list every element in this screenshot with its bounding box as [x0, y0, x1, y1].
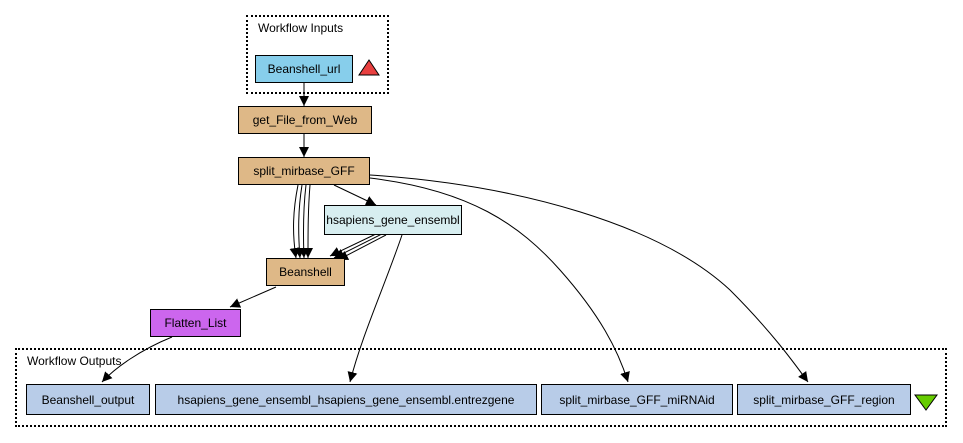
node-beanshell-url-label: Beanshell_url — [267, 62, 341, 76]
node-entrezgene-output-label: hsapiens_gene_ensembl_hsapiens_gene_ense… — [177, 392, 515, 407]
edge-split-to-mirnaid — [369, 177, 630, 383]
node-flatten-list-label: Flatten_List — [164, 316, 227, 330]
green-down-triangle-icon — [914, 394, 938, 411]
red-up-triangle-icon — [358, 59, 380, 76]
node-hsapiens-gene-ensembl-label: hsapiens_gene_ensembl — [326, 213, 460, 227]
edge-flatten-to-beanshell-output — [101, 336, 173, 383]
edge-beanshell-to-flatten — [229, 286, 277, 308]
edge-split-to-hsapiens — [333, 184, 377, 206]
edge-split-to-beanshell-1 — [289, 184, 300, 259]
node-get-file-from-web[interactable]: get_File_from_Web — [238, 106, 372, 134]
edge-split-to-beanshell-4 — [303, 184, 314, 259]
workflow-outputs-label: Workflow Outputs — [27, 354, 122, 368]
node-beanshell-label: Beanshell — [279, 265, 332, 279]
node-beanshell[interactable]: Beanshell — [266, 258, 345, 286]
node-flatten-list[interactable]: Flatten_List — [150, 309, 241, 337]
edge-hsapiens-to-beanshell-3 — [337, 234, 387, 261]
workflow-inputs-cluster: Workflow Inputs — [246, 15, 389, 94]
workflow-outputs-cluster: Workflow Outputs — [15, 348, 947, 427]
node-beanshell-output-label: Beanshell_output — [41, 392, 135, 407]
node-mirnaid-output-label: split_mirbase_GFF_miRNAid — [559, 392, 715, 407]
node-split-mirbase-gff[interactable]: split_mirbase_GFF — [238, 157, 370, 185]
edge-hsapiens-to-beanshell-2 — [333, 233, 383, 259]
edge-split-to-beanshell-2 — [294, 184, 305, 259]
node-get-file-from-web-label: get_File_from_Web — [252, 113, 358, 127]
workflow-inputs-label: Workflow Inputs — [258, 21, 344, 35]
edge-hsapiens-to-entrezgene — [347, 234, 403, 383]
node-region-output[interactable]: split_mirbase_GFF_region — [737, 384, 911, 415]
node-region-output-label: split_mirbase_GFF_region — [753, 392, 895, 407]
node-split-mirbase-gff-label: split_mirbase_GFF — [253, 164, 355, 178]
node-beanshell-url[interactable]: Beanshell_url — [255, 55, 353, 83]
node-entrezgene-output[interactable]: hsapiens_gene_ensembl_hsapiens_gene_ense… — [155, 384, 537, 415]
edge-hsapiens-to-beanshell-1 — [329, 232, 379, 257]
node-hsapiens-gene-ensembl[interactable]: hsapiens_gene_ensembl — [324, 205, 462, 235]
node-beanshell-output[interactable]: Beanshell_output — [26, 384, 150, 415]
node-mirnaid-output[interactable]: split_mirbase_GFF_miRNAid — [541, 384, 733, 415]
edge-split-to-beanshell-3 — [298, 184, 309, 259]
